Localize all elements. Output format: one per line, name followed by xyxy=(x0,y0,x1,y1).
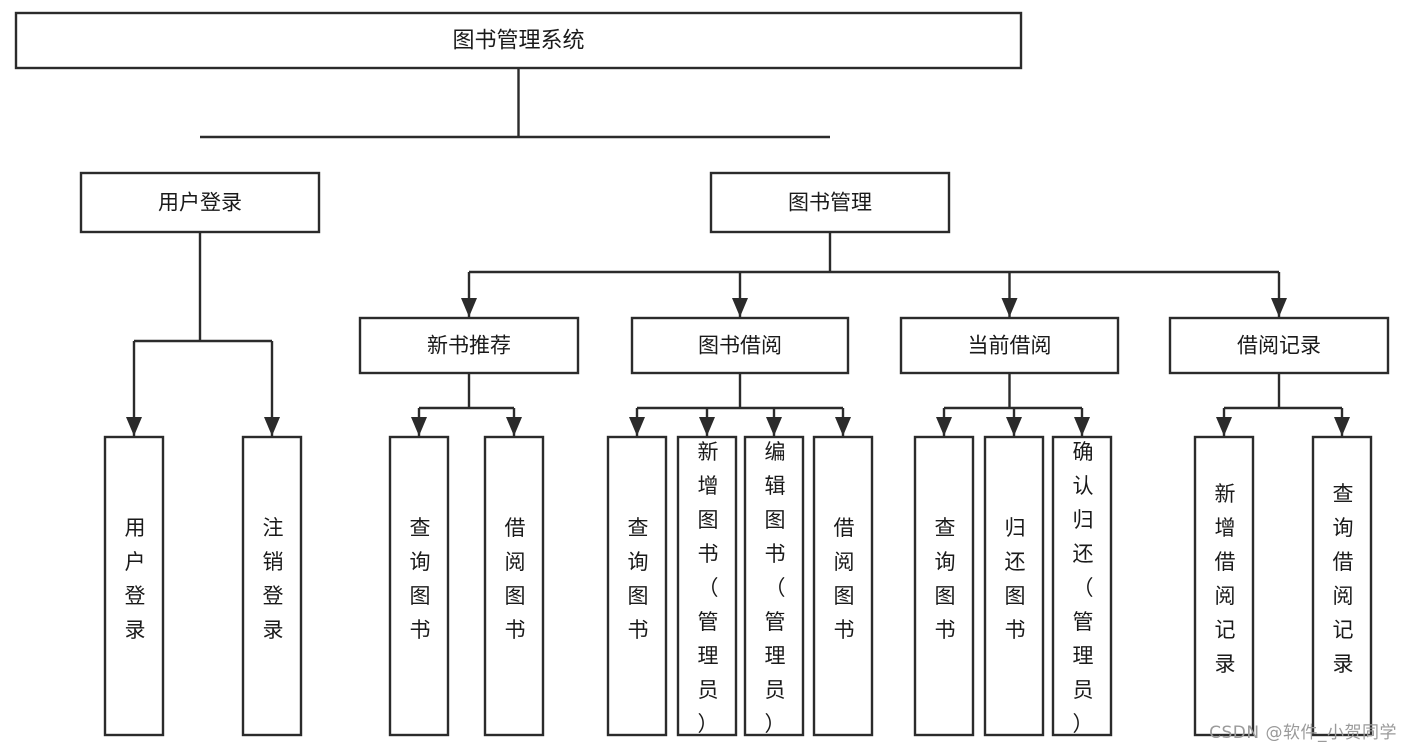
node-box xyxy=(743,435,805,737)
edges-layer xyxy=(126,68,1350,436)
node-box xyxy=(388,435,450,737)
node-user-login[interactable]: 用户登录 xyxy=(79,171,321,234)
node-box xyxy=(358,316,580,375)
arrow-head-icon xyxy=(1006,417,1022,436)
node-br-add-record[interactable]: 新增借阅记录 xyxy=(1193,435,1255,737)
nodes-layer: 图书管理系统用户登录图书管理新书推荐图书借阅当前借阅借阅记录用户登录注销登录查询… xyxy=(14,11,1390,737)
node-box xyxy=(483,435,545,737)
node-current-borrow[interactable]: 当前借阅 xyxy=(899,316,1120,375)
node-box xyxy=(709,171,951,234)
arrow-head-icon xyxy=(126,417,142,436)
node-label-vertical: 用户登录 xyxy=(125,516,146,642)
node-label: 图书管理 xyxy=(788,191,872,215)
node-bb-add-book[interactable]: 新增图书（管理员） xyxy=(676,435,738,737)
arrow-head-icon xyxy=(936,417,952,436)
arrow-head-icon xyxy=(699,417,715,436)
node-label-vertical: 确认归还（管理员） xyxy=(1073,440,1094,736)
node-cb-query-book[interactable]: 查询图书 xyxy=(913,435,975,737)
node-label-vertical: 借阅图书 xyxy=(834,516,855,642)
node-label-vertical: 借阅图书 xyxy=(505,516,526,642)
arrow-head-icon xyxy=(264,417,280,436)
arrow-head-icon xyxy=(1074,417,1090,436)
node-label-vertical: 编辑图书（管理员） xyxy=(765,440,786,736)
node-box xyxy=(14,11,1023,70)
node-box xyxy=(676,435,738,737)
node-box xyxy=(606,435,668,737)
node-box xyxy=(913,435,975,737)
node-leaf-user-login[interactable]: 用户登录 xyxy=(103,435,165,737)
arrow-head-icon xyxy=(732,298,748,317)
node-bb-edit-book[interactable]: 编辑图书（管理员） xyxy=(743,435,805,737)
node-box xyxy=(1311,435,1373,737)
node-leaf-user-logout[interactable]: 注销登录 xyxy=(241,435,303,737)
node-label-vertical: 查询图书 xyxy=(628,516,649,642)
node-box xyxy=(1051,435,1113,737)
node-label-vertical: 注销登录 xyxy=(263,516,284,642)
arrow-head-icon xyxy=(1334,417,1350,436)
node-new-book-rec[interactable]: 新书推荐 xyxy=(358,316,580,375)
arrow-head-icon xyxy=(461,298,477,317)
node-cb-confirm-return[interactable]: 确认归还（管理员） xyxy=(1051,435,1113,737)
node-label: 借阅记录 xyxy=(1237,334,1321,358)
node-bb-query-book[interactable]: 查询图书 xyxy=(606,435,668,737)
node-label-vertical: 查询借阅记录 xyxy=(1333,482,1354,676)
node-label: 图书管理系统 xyxy=(452,29,584,54)
node-book-manage[interactable]: 图书管理 xyxy=(709,171,951,234)
node-label-vertical: 查询图书 xyxy=(935,516,956,642)
node-label-vertical: 归还图书 xyxy=(1005,516,1026,642)
node-label-vertical: 新增借阅记录 xyxy=(1215,482,1236,676)
node-root[interactable]: 图书管理系统 xyxy=(14,11,1023,70)
node-label: 新书推荐 xyxy=(427,334,511,358)
node-label-vertical: 查询图书 xyxy=(410,516,431,642)
node-bb-borrow-book[interactable]: 借阅图书 xyxy=(812,435,874,737)
node-box xyxy=(1168,316,1390,375)
arrow-head-icon xyxy=(1216,417,1232,436)
node-box xyxy=(899,316,1120,375)
arrow-head-icon xyxy=(835,417,851,436)
node-box xyxy=(1193,435,1255,737)
node-book-borrow[interactable]: 图书借阅 xyxy=(630,316,850,375)
node-box xyxy=(983,435,1045,737)
watermark-text: CSDN @软件_小贺同学 xyxy=(1209,723,1397,743)
node-br-query-record[interactable]: 查询借阅记录 xyxy=(1311,435,1373,737)
node-box xyxy=(79,171,321,234)
arrow-head-icon xyxy=(1001,298,1018,317)
node-cb-return-book[interactable]: 归还图书 xyxy=(983,435,1045,737)
node-nb-borrow-book[interactable]: 借阅图书 xyxy=(483,435,545,737)
arrow-head-icon xyxy=(411,417,427,436)
node-nb-query-book[interactable]: 查询图书 xyxy=(388,435,450,737)
node-label: 图书借阅 xyxy=(698,334,782,358)
arrow-head-icon xyxy=(506,417,522,436)
node-label: 当前借阅 xyxy=(968,334,1052,358)
node-box xyxy=(812,435,874,737)
node-box xyxy=(103,435,165,737)
arrow-head-icon xyxy=(629,417,645,436)
node-label-vertical: 新增图书（管理员） xyxy=(698,440,719,736)
arrow-head-icon xyxy=(1271,298,1287,317)
node-box xyxy=(630,316,850,375)
node-borrow-record[interactable]: 借阅记录 xyxy=(1168,316,1390,375)
node-label: 用户登录 xyxy=(158,191,242,215)
arrow-head-icon xyxy=(766,417,782,436)
node-box xyxy=(241,435,303,737)
